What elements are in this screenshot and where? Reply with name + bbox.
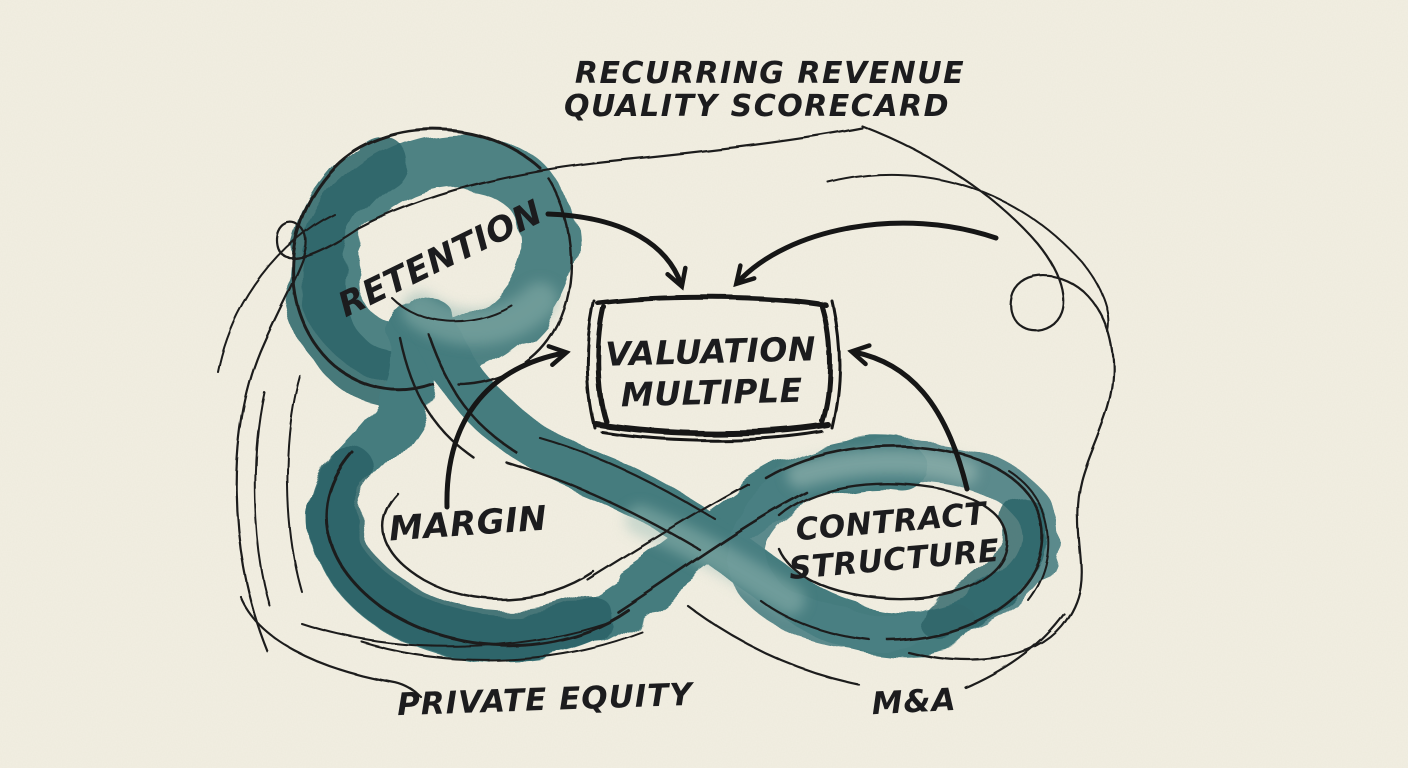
left-wavy-line-1 bbox=[286, 375, 303, 593]
arrow-contract-to-box bbox=[854, 352, 970, 492]
ma-label: M&A bbox=[871, 682, 958, 722]
box-right-echo bbox=[830, 299, 841, 430]
retention-outline-right bbox=[456, 176, 573, 386]
bottom-swirl-right-of-ma bbox=[964, 612, 1066, 690]
outer-swirl-right-bottom bbox=[906, 518, 1083, 661]
box-bottom-echo bbox=[600, 430, 824, 442]
box-right-line bbox=[819, 304, 832, 424]
retention-loop-dark-wash bbox=[287, 135, 407, 403]
outer-swirl-right-top bbox=[860, 124, 1115, 522]
watercolor-ribbon bbox=[287, 131, 1060, 663]
band-edge-lower bbox=[504, 460, 702, 552]
arrows bbox=[444, 211, 999, 510]
valuation-box-line-1: VALUATION bbox=[605, 329, 817, 374]
bottom-swirl-echo-1 bbox=[301, 621, 609, 648]
contract-inner-outline bbox=[778, 483, 1009, 601]
outer-swirl-right-echo bbox=[827, 172, 1110, 333]
box-left-echo bbox=[585, 299, 597, 430]
title-line-1: RECURRING REVENUE bbox=[575, 56, 965, 91]
arm-edge-lower bbox=[586, 482, 750, 582]
band-edge-upper bbox=[538, 436, 718, 522]
margin-loop-dark-wash bbox=[307, 446, 614, 662]
ink-outlines bbox=[217, 124, 1115, 700]
retention-inner-outline bbox=[391, 297, 513, 323]
title-line-2: QUALITY SCORECARD bbox=[564, 89, 950, 124]
contract-outer-left bbox=[758, 598, 872, 642]
arrow-retention-to-box bbox=[545, 211, 681, 284]
retention-light-wash bbox=[402, 282, 558, 346]
valuation-box bbox=[585, 294, 841, 442]
contract-light-wash bbox=[787, 448, 978, 488]
arm-edge-upper bbox=[616, 490, 808, 614]
valuation-box-line-2: MULTIPLE bbox=[620, 371, 803, 415]
bottom-swirl-echo-2 bbox=[361, 631, 643, 661]
arrow-margin-to-box bbox=[444, 353, 564, 510]
left-wavy-line-2 bbox=[253, 391, 271, 607]
neck-edge-right bbox=[426, 332, 518, 454]
bottom-swirl-to-private-equity bbox=[238, 594, 424, 700]
margin-inner-outline bbox=[382, 492, 596, 601]
contract-loop-dark-wash bbox=[920, 496, 1046, 642]
box-left-line bbox=[595, 304, 609, 424]
contract-outer-outline bbox=[764, 444, 1044, 642]
arrow-topright-to-box bbox=[738, 220, 999, 282]
box-bottom-line bbox=[593, 421, 831, 437]
neck-edge-left bbox=[398, 336, 476, 460]
contract-echo-right bbox=[1007, 469, 1050, 601]
bottom-swirl-to-ma bbox=[686, 604, 860, 686]
box-top-line bbox=[595, 294, 829, 308]
outer-swirl-left-echo bbox=[217, 213, 335, 373]
margin-outer-outline bbox=[324, 450, 630, 647]
